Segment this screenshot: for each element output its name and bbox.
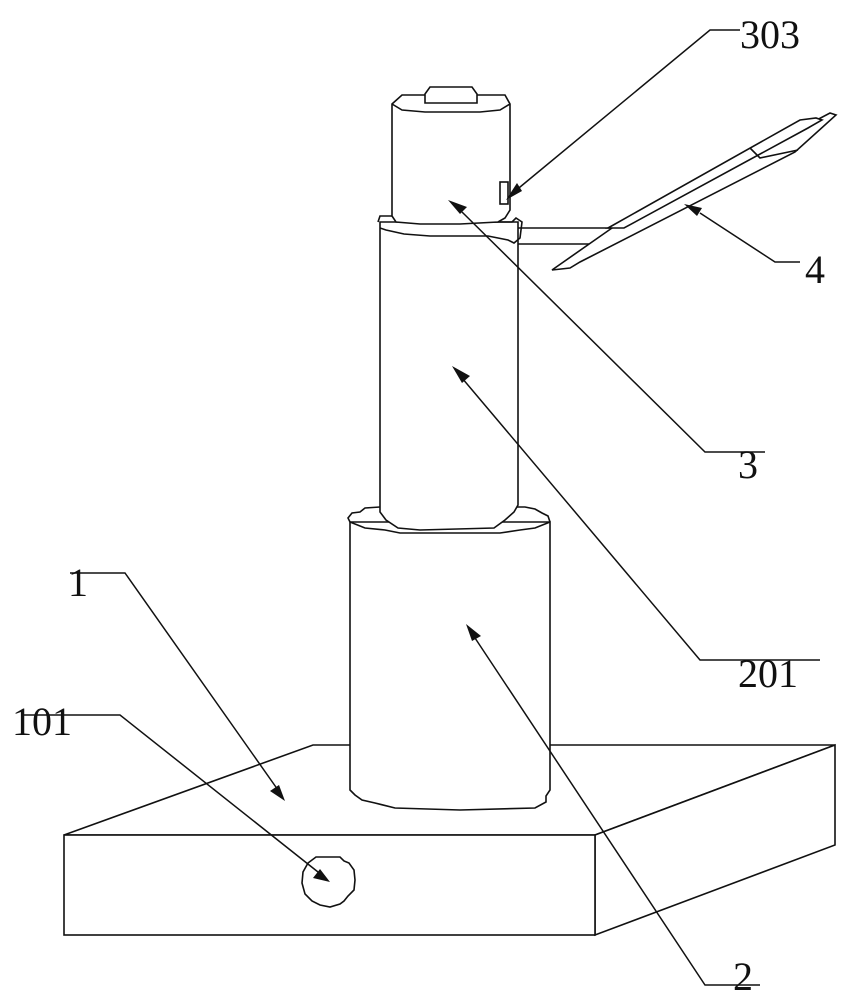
label-2: 2 bbox=[733, 954, 753, 999]
label-101: 101 bbox=[12, 699, 72, 744]
leader-4 bbox=[700, 213, 800, 262]
label-3: 3 bbox=[738, 442, 758, 487]
upper-column-body bbox=[392, 95, 510, 224]
label-1: 1 bbox=[68, 560, 88, 605]
middle-column-body bbox=[380, 222, 518, 530]
upper-column-cap bbox=[425, 87, 477, 103]
upper-column-knob-303 bbox=[500, 182, 508, 204]
lower-column bbox=[348, 507, 550, 810]
label-4: 4 bbox=[805, 247, 825, 292]
arrowhead-4 bbox=[684, 204, 702, 216]
arm bbox=[552, 113, 836, 270]
lower-column-body bbox=[350, 522, 550, 810]
label-201: 201 bbox=[738, 651, 798, 696]
arm-upper-rail bbox=[608, 118, 822, 228]
label-303: 303 bbox=[740, 12, 800, 57]
leader-303 bbox=[514, 30, 740, 192]
